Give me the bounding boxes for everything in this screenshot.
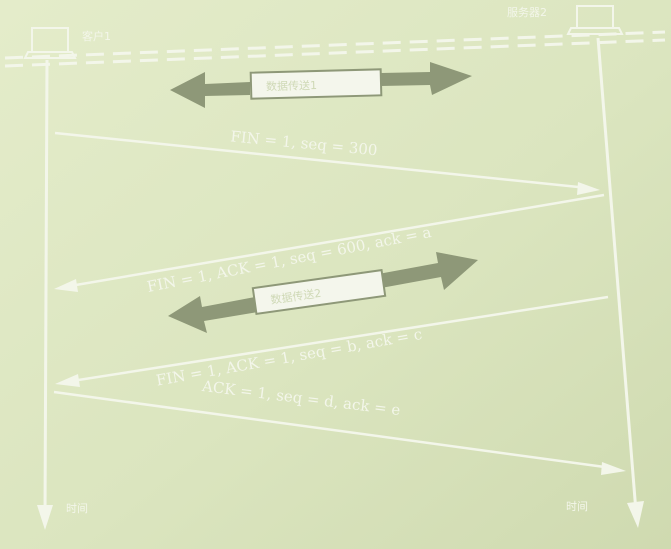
left-arrowhead-icon: [170, 72, 250, 108]
client-computer-icon: [23, 27, 77, 59]
message-2-arrow: [54, 193, 605, 292]
message-1-arrow: [54, 131, 600, 195]
message-4-arrow: [53, 390, 626, 475]
right-arrowhead-icon: [380, 62, 472, 95]
data-transfer-2-arrow: 数据传送2: [168, 252, 478, 333]
message-2-arrowhead-icon: [54, 279, 78, 292]
left-arrowhead-icon: [168, 296, 258, 333]
client-label: 客户1: [82, 29, 111, 43]
message-3-arrowhead-icon: [55, 374, 80, 387]
server-label: 服务器2: [507, 6, 547, 19]
right-arrowhead-icon: [378, 252, 478, 290]
client-time-arrowhead-icon: [37, 505, 53, 530]
message-1-arrowhead-icon: [577, 182, 600, 195]
server-timeline: [596, 37, 644, 528]
server-computer-icon: [566, 5, 624, 35]
server-time-arrowhead-icon: [627, 501, 644, 528]
data-transfer-1-box: [249, 68, 383, 100]
data-transfer-1-arrow: 数据传送1: [170, 62, 472, 108]
client-time-label: 时间: [66, 502, 88, 515]
message-4-arrowhead-icon: [601, 462, 626, 475]
data-transfer-1-label: 数据传送1: [266, 78, 317, 93]
network-line: [4, 30, 666, 68]
server-time-label: 时间: [566, 500, 588, 513]
data-transfer-2-box: [251, 268, 387, 316]
client-timeline: [37, 59, 53, 530]
message-3-arrow: [55, 295, 609, 387]
